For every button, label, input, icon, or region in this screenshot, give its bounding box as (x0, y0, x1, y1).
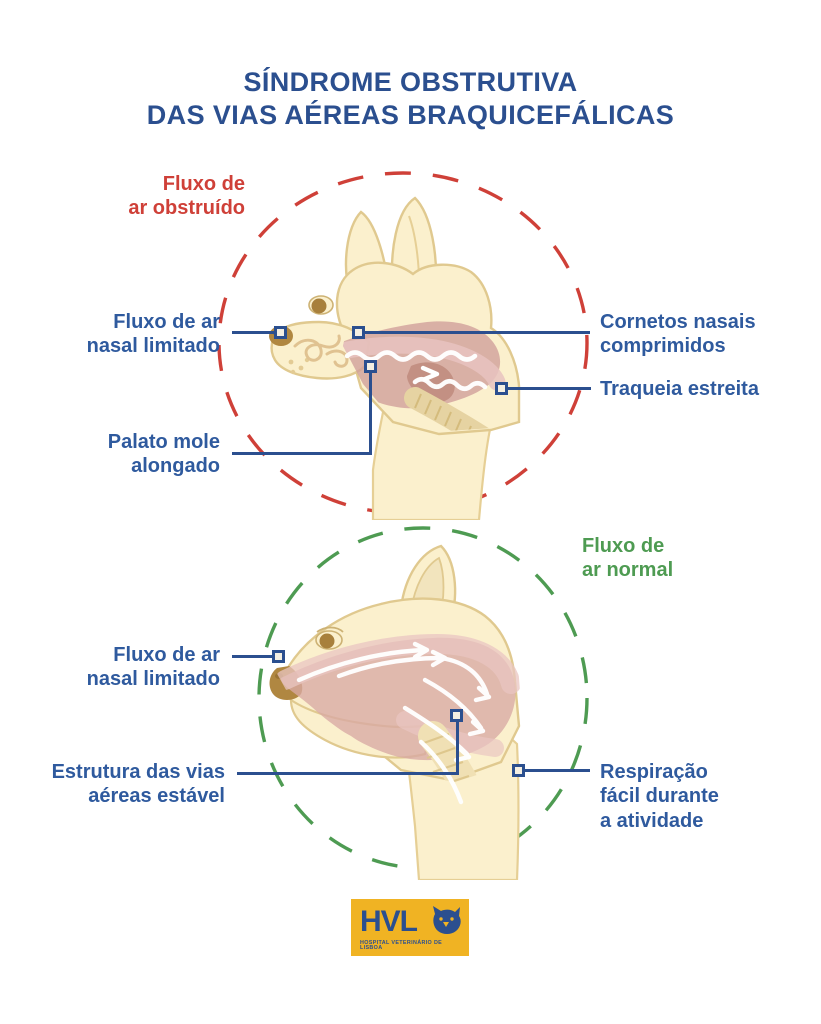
obstructed-flow-label: Fluxo de ar obstruído (128, 173, 245, 220)
hvl-logo: HVL HOSPITAL VETERINÁRIO DE LISBOA (351, 899, 469, 956)
callout-fluxo-nasal-limitado-bottom: Fluxo de ar nasal limitado (86, 644, 220, 691)
marker-nasal-bottom (272, 650, 285, 663)
leader-line-estrutura-h (237, 772, 459, 775)
marker-nasal-top (274, 326, 287, 339)
leader-line-traqueia (507, 387, 591, 390)
page-title: SÍNDROME OBSTRUTIVA DAS VIAS AÉREAS BRAQ… (0, 66, 821, 132)
leader-line-palato-v (369, 367, 372, 455)
marker-traqueia-estreita (495, 382, 508, 395)
callout-estrutura-vias-aereas-estavel: Estrutura das vias aéreas estável (51, 761, 225, 808)
marker-palato-mole (364, 360, 377, 373)
callout-palato-mole-alongado: Palato mole alongado (107, 431, 220, 478)
callout-cornetos-nasais-comprimidos: Cornetos nasais comprimidos (600, 311, 756, 358)
leader-line-nasal-top (232, 331, 286, 334)
marker-estrutura-vias (450, 709, 463, 722)
marker-cornetos-nasais (352, 326, 365, 339)
title-line-1: SÍNDROME OBSTRUTIVA (243, 67, 578, 97)
normal-flow-label: Fluxo de ar normal (582, 535, 674, 582)
title-line-2: DAS VIAS AÉREAS BRAQUICEFÁLICAS (146, 99, 675, 130)
leader-line-palato-h (232, 452, 372, 455)
leader-line-cornetos (364, 331, 590, 334)
normal-dog-illustration (255, 530, 585, 880)
brachycephalic-dog-illustration (243, 170, 573, 520)
obstructed-dashed-ring (213, 168, 593, 518)
leader-line-estrutura-v (456, 716, 459, 775)
leader-line-nasal-bottom (232, 655, 278, 658)
logo-subtitle: HOSPITAL VETERINÁRIO DE LISBOA (360, 940, 443, 952)
logo-wordmark: HVL (360, 905, 418, 938)
marker-respiracao-facil (512, 764, 525, 777)
leader-line-respiracao (524, 769, 590, 772)
callout-respiracao-facil: Respiração fácil durante a atividade (600, 761, 719, 832)
dog-head-icon (429, 904, 463, 943)
callout-traqueia-estreita: Traqueia estreita (600, 378, 759, 400)
callout-fluxo-nasal-limitado-top: Fluxo de ar nasal limitado (86, 311, 220, 358)
